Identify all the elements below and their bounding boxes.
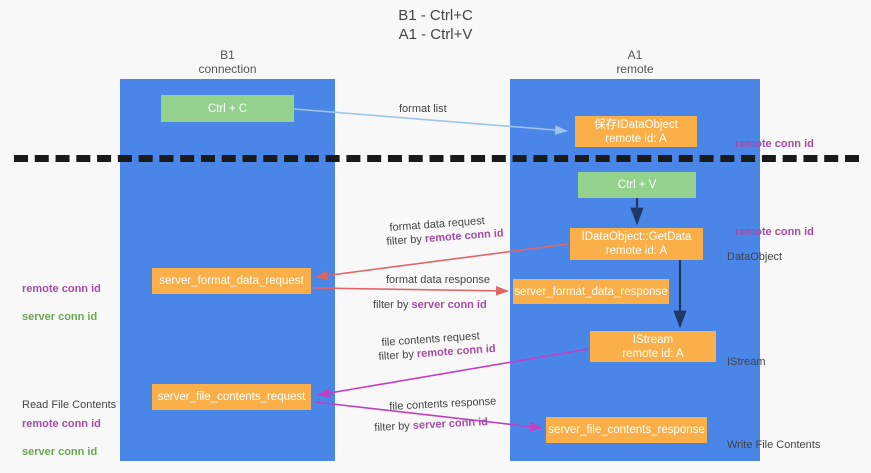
node-idataobject-getdata[interactable]: IDataObject::GetData remote id: A xyxy=(570,228,703,260)
remote-conn-id-key: remote conn id xyxy=(416,342,496,361)
phase-divider xyxy=(14,155,859,162)
annotation-server-conn-id: server conn id xyxy=(22,446,98,458)
annotation-right-remote-conn-mid: remote conn id xyxy=(735,226,814,238)
column-header-a1: A1 remote xyxy=(616,48,654,76)
node-save-idataobject[interactable]: 保存IDataObject remote id: A xyxy=(575,116,697,147)
node-server-file-contents-request[interactable]: server_file_contents_request xyxy=(152,384,311,410)
server-conn-id-key: server conn id xyxy=(412,416,489,432)
edge-label-format-data-response: format data response xyxy=(386,274,490,286)
edge-label-format-list: format list xyxy=(399,103,447,115)
filter-prefix: filter by xyxy=(374,419,414,434)
edge-label-format-data-response-filter: filter by server conn id xyxy=(373,298,487,313)
node-server-file-contents-response[interactable]: server_file_contents_response xyxy=(546,417,707,443)
annotation-server-conn-id: server conn id xyxy=(22,311,98,323)
node-ctrl-c[interactable]: Ctrl + C xyxy=(161,95,294,122)
node-ctrl-v[interactable]: Ctrl + V xyxy=(578,172,696,198)
filter-prefix: filter by xyxy=(373,299,412,311)
filter-prefix: filter by xyxy=(378,348,418,363)
annotation-read-file-contents: Read File Contents xyxy=(22,399,117,411)
edge-label-file-contents-response-filter: filter by server conn id xyxy=(374,415,488,436)
annotation-remote-conn-id: remote conn id xyxy=(22,418,101,430)
column-header-b1: B1 connection xyxy=(198,48,257,76)
node-server-format-data-request[interactable]: server_format_data_request xyxy=(152,268,311,294)
annotation-right-remote-conn-top: remote conn id xyxy=(735,138,814,150)
annotation-right-istream: IStream xyxy=(727,356,766,368)
node-istream[interactable]: IStream remote id: A xyxy=(590,331,716,362)
annotation-right-write-file-contents: Write File Contents xyxy=(727,439,821,451)
node-server-format-data-response[interactable]: server_format_data_response xyxy=(513,279,669,304)
edge-label-file-contents-response: file contents response xyxy=(389,395,497,413)
filter-prefix: filter by xyxy=(386,233,426,248)
page-title: B1 - Ctrl+C A1 - Ctrl+V xyxy=(398,7,473,43)
server-conn-id-key: server conn id xyxy=(411,299,487,311)
annotation-left-conn-ids: remote conn id server conn id xyxy=(22,268,122,338)
annotation-left-conn-ids-2: remote conn id server conn id xyxy=(22,403,122,473)
annotation-remote-conn-id: remote conn id xyxy=(22,283,101,295)
annotation-right-dataobject: DataObject xyxy=(727,251,783,263)
